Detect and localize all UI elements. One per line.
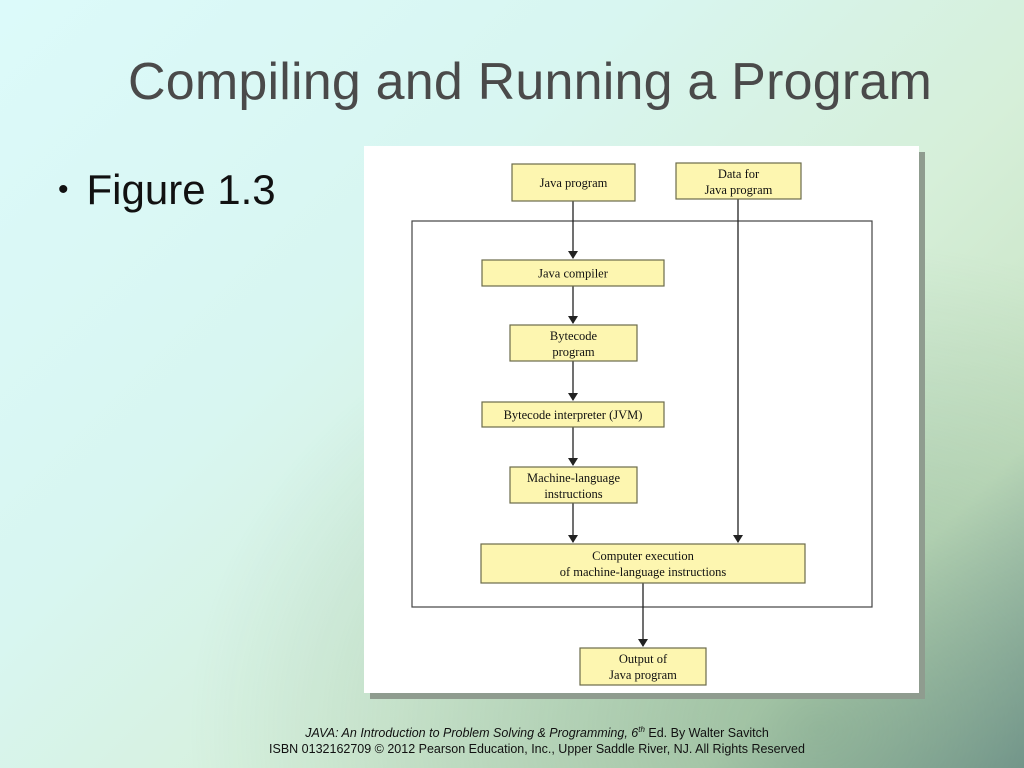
slide-title: Compiling and Running a Program (128, 53, 932, 111)
box-interpreter-label: Bytecode interpreter (JVM) (504, 408, 643, 422)
footer: JAVA: An Introduction to Problem Solving… (0, 722, 1024, 757)
box-computer-execution: Computer execution of machine-language i… (480, 543, 806, 584)
box-bytecode-interpreter: Bytecode interpreter (JVM) (481, 401, 665, 428)
footer-book-title: JAVA: An Introduction to Problem Solving… (305, 726, 639, 741)
footer-book-line: JAVA: An Introduction to Problem Solving… (0, 722, 1024, 741)
box-output-label-line2: Java program (609, 668, 677, 682)
box-java-compiler: Java compiler (481, 259, 665, 287)
figure-1-3: Java program Data for Java program Java … (364, 146, 919, 693)
bullet-text: Figure 1.3 (86, 166, 276, 213)
footer-edition-rest: Ed. By Walter Savitch (644, 726, 769, 741)
box-bytecode-label-line2: program (552, 345, 595, 359)
box-machine-label-line2: instructions (544, 487, 602, 501)
system-boundary (411, 220, 873, 608)
box-execution-label-line2: of machine-language instructions (560, 565, 727, 579)
box-bytecode-program: Bytecode program (509, 324, 638, 362)
flow-diagram: Java program Data for Java program Java … (411, 162, 873, 686)
box-data-label-line1: Data for (718, 167, 760, 181)
box-machine-label-line1: Machine-language (527, 471, 620, 485)
box-execution-label-line1: Computer execution (592, 549, 694, 563)
box-bytecode-label-line1: Bytecode (550, 329, 598, 343)
box-data-label-line2: Java program (705, 183, 773, 197)
box-java-compiler-label: Java compiler (538, 267, 609, 281)
box-machine-language-instructions: Machine-language instructions (509, 466, 638, 504)
bullet-item: • Figure 1.3 (58, 166, 276, 214)
box-data-for-java-program: Data for Java program (675, 162, 802, 200)
bullet-dot-icon: • (58, 173, 69, 206)
box-java-program: Java program (511, 163, 636, 202)
box-output: Output of Java program (579, 647, 707, 686)
box-output-label-line1: Output of (619, 652, 668, 666)
footer-edition-sup: th (638, 725, 645, 734)
footer-isbn-line: ISBN 0132162709 © 2012 Pearson Education… (269, 742, 805, 757)
box-java-program-label: Java program (540, 176, 608, 190)
